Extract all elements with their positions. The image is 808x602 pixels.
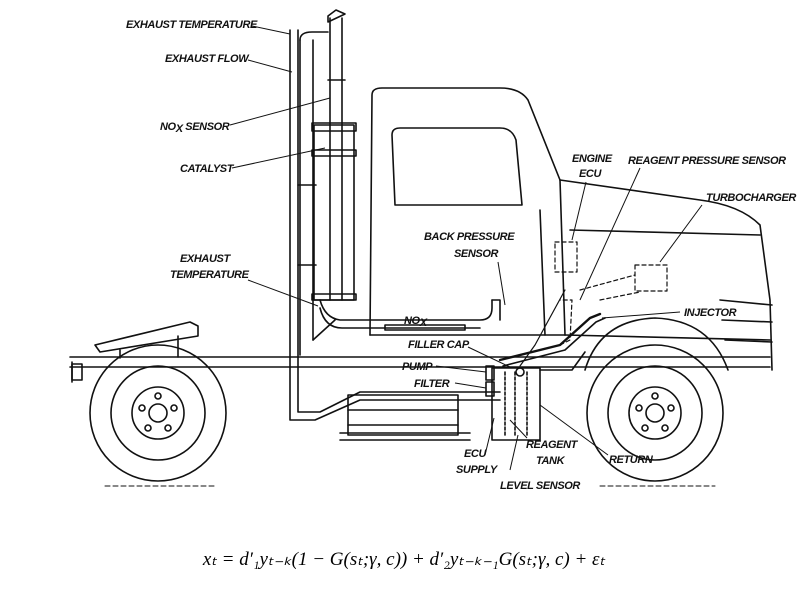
label-return: RETURN <box>609 454 654 466</box>
label-catalyst: CATALYST <box>180 163 235 175</box>
pump-filter-unit <box>485 365 495 397</box>
label-back-pressure-l2: SENSOR <box>454 248 499 260</box>
label-exhaust-temperature-top: EXHAUST TEMPERATURE <box>126 19 258 31</box>
label-injector: INJECTOR <box>684 307 737 319</box>
chassis-frame <box>69 356 771 383</box>
exhaust-pipe <box>319 299 501 329</box>
engine-ecu-box <box>554 241 578 273</box>
rear-wheel <box>89 344 227 482</box>
reagent-tank <box>491 367 541 441</box>
label-reagent-tank-l1: REAGENT <box>526 439 579 451</box>
turbocharger-box <box>634 264 668 292</box>
label-level-sensor: LEVEL SENSOR <box>500 480 580 492</box>
exhaust-stack <box>289 9 501 421</box>
label-reagent-tank-l2: TANK <box>536 455 566 467</box>
fifth-wheel <box>94 321 199 359</box>
label-turbocharger: TURBOCHARGER <box>706 192 796 204</box>
battery-step <box>339 394 471 441</box>
label-reagent-pressure-sensor: REAGENT PRESSURE SENSOR <box>628 155 786 167</box>
formula: xₜ = d′₁yₜ₋ₖ(1 − G(sₜ;γ, c)) + d′₂yₜ₋ₖ₋₁… <box>202 549 606 570</box>
label-engine-ecu-l2: ECU <box>579 168 602 180</box>
label-filler-cap: FILLER CAP <box>408 339 470 351</box>
label-ecu-supply-l2: SUPPLY <box>456 464 499 476</box>
cab <box>369 87 566 336</box>
label-ecu-supply-l1: ECU <box>464 448 487 460</box>
label-exhaust-temperature-l1: EXHAUST <box>180 253 231 265</box>
label-pump: PUMP <box>402 361 433 373</box>
hood <box>559 179 773 371</box>
label-back-pressure-l1: BACK PRESSURE <box>424 231 515 243</box>
label-exhaust-temperature-l2: TEMPERATURE <box>170 269 250 281</box>
front-wheel <box>584 317 729 482</box>
label-engine-ecu-l1: ENGINE <box>572 153 613 165</box>
reagent-lines <box>498 289 606 371</box>
label-exhaust-flow: EXHAUST FLOW <box>165 53 250 65</box>
label-nox-sensor: NOX SENSOR <box>160 121 230 135</box>
label-filter: FILTER <box>414 378 450 390</box>
label-nox-inline: NOX <box>404 315 428 329</box>
